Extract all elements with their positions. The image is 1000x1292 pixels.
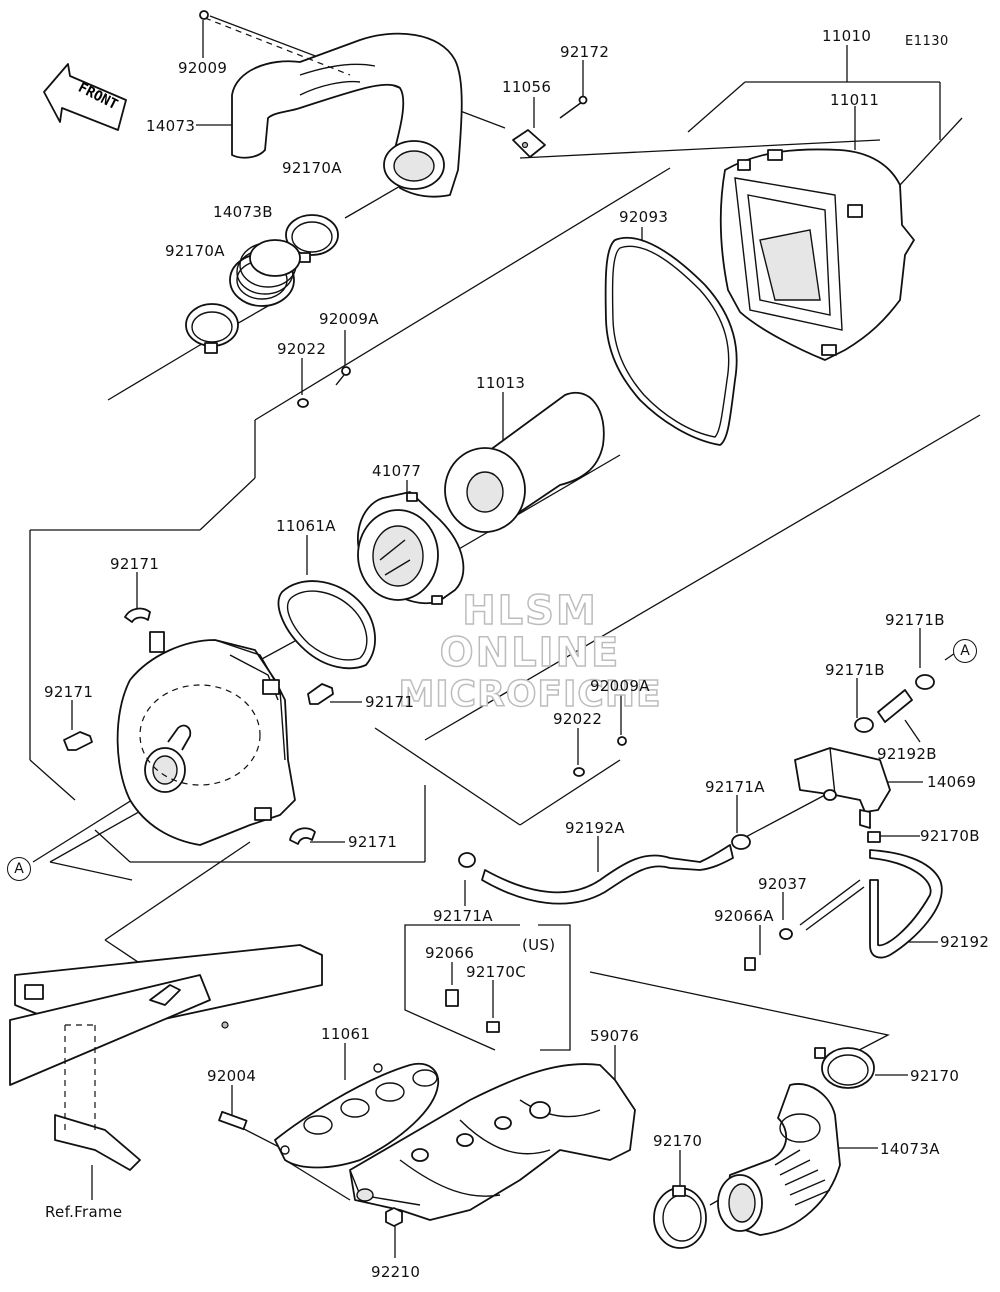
part-label-11056[interactable]: 11056 <box>502 78 552 96</box>
diagram-code: E1130 <box>905 34 949 49</box>
washer-92022-mid <box>573 767 585 777</box>
part-label-14073[interactable]: 14073 <box>146 117 196 135</box>
separator-14069 <box>794 747 891 829</box>
air-cleaner-cover <box>116 631 296 846</box>
part-label-14069[interactable]: 14069 <box>927 773 977 791</box>
hose-92192A <box>481 844 734 905</box>
part-label-92170-bottom[interactable]: 92170 <box>653 1132 703 1150</box>
part-label-11061A[interactable]: 11061A <box>276 517 336 535</box>
part-label-92022-mid[interactable]: 92022 <box>553 710 603 728</box>
gasket-11061A <box>277 580 376 670</box>
part-label-92170C[interactable]: 92170C <box>466 963 526 981</box>
bolt-92172 <box>559 95 588 119</box>
part-label-11011[interactable]: 11011 <box>830 91 880 109</box>
part-label-92170B[interactable]: 92170B <box>920 827 980 845</box>
part-label-41077[interactable]: 41077 <box>372 462 422 480</box>
intake-duct-14073 <box>204 17 463 198</box>
stud-92004 <box>218 1110 248 1131</box>
clamp-92170-bottom <box>653 1185 707 1249</box>
part-label-92192[interactable]: 92192 <box>940 933 990 951</box>
clamp-92170C <box>486 1021 500 1033</box>
part-label-92093[interactable]: 92093 <box>619 208 669 226</box>
front-arrow-icon: FRONT <box>43 63 127 131</box>
part-label-92009A-mid[interactable]: 92009A <box>590 677 650 695</box>
clip-92171-d <box>289 827 316 845</box>
sleeve-14073B <box>229 239 301 307</box>
duct-14073A <box>717 1083 841 1236</box>
nut-92210 <box>385 1207 403 1227</box>
element-holder-41077 <box>357 491 465 605</box>
part-label-92171-d[interactable]: 92171 <box>348 833 398 851</box>
part-label-92192B[interactable]: 92192B <box>877 745 937 763</box>
plug-92066 <box>445 989 459 1007</box>
part-label-92066[interactable]: 92066 <box>425 944 475 962</box>
clamp-92037 <box>779 928 793 940</box>
bolt-92009A-top <box>335 366 351 386</box>
clamp-92170A-top <box>285 214 339 263</box>
callout-a-left: A <box>7 857 31 881</box>
part-label-92171-b[interactable]: 92171 <box>44 683 94 701</box>
hose-92192 <box>799 849 943 959</box>
gasket-11061 <box>274 1062 440 1169</box>
part-label-92210[interactable]: 92210 <box>371 1263 421 1281</box>
bracket-11056 <box>512 129 546 158</box>
clip-92171-a <box>124 607 151 623</box>
plug-92066A <box>744 957 756 971</box>
part-label-92066A[interactable]: 92066A <box>714 907 774 925</box>
clamp-92171A-b <box>458 852 476 868</box>
bolt-92009 <box>199 10 209 20</box>
part-label-92170A-left[interactable]: 92170A <box>165 242 225 260</box>
gasket-92093 <box>604 236 738 446</box>
part-label-92171B-b[interactable]: 92171B <box>825 661 885 679</box>
part-label-92171A-a[interactable]: 92171A <box>705 778 765 796</box>
part-label-14073B[interactable]: 14073B <box>213 203 273 221</box>
clamp-92171A-a <box>731 834 751 850</box>
part-label-92172[interactable]: 92172 <box>560 43 610 61</box>
clip-92171-c <box>307 683 334 705</box>
washer-92022-top <box>297 398 309 408</box>
clip-92171-b <box>63 731 93 751</box>
clamp-92171B-b <box>854 717 874 733</box>
clamp-92170B <box>867 831 881 843</box>
part-label-92170-right[interactable]: 92170 <box>910 1067 960 1085</box>
ref-frame-label: Ref.Frame <box>45 1203 123 1221</box>
clamp-92170A-left <box>185 303 239 354</box>
part-label-92009[interactable]: 92009 <box>178 59 228 77</box>
part-label-11061[interactable]: 11061 <box>321 1025 371 1043</box>
part-label-92009A-top[interactable]: 92009A <box>319 310 379 328</box>
part-label-14073A[interactable]: 14073A <box>880 1140 940 1158</box>
part-label-11010[interactable]: 11010 <box>822 27 872 45</box>
us-note: (US) <box>522 936 556 954</box>
part-label-11013[interactable]: 11013 <box>476 374 526 392</box>
part-label-92170A-top[interactable]: 92170A <box>282 159 342 177</box>
clamp-92170-right <box>814 1047 875 1089</box>
part-label-59076[interactable]: 59076 <box>590 1027 640 1045</box>
bolt-92009A-mid <box>617 736 627 746</box>
hose-92192B <box>877 689 913 723</box>
part-label-92192A[interactable]: 92192A <box>565 819 625 837</box>
filter-element-11013 <box>444 392 605 533</box>
part-label-92171-c[interactable]: 92171 <box>365 693 415 711</box>
air-cleaner-case-11011 <box>719 148 915 361</box>
frame-reference <box>9 944 323 1171</box>
part-label-92171A-b[interactable]: 92171A <box>433 907 493 925</box>
part-label-92171B-a[interactable]: 92171B <box>885 611 945 629</box>
part-label-92171-a[interactable]: 92171 <box>110 555 160 573</box>
intake-manifold-59076 <box>349 1063 636 1221</box>
part-label-92037[interactable]: 92037 <box>758 875 808 893</box>
part-label-92022-top[interactable]: 92022 <box>277 340 327 358</box>
clamp-92171B-a <box>915 674 935 690</box>
part-label-92004[interactable]: 92004 <box>207 1067 257 1085</box>
callout-a-right: A <box>953 639 977 663</box>
